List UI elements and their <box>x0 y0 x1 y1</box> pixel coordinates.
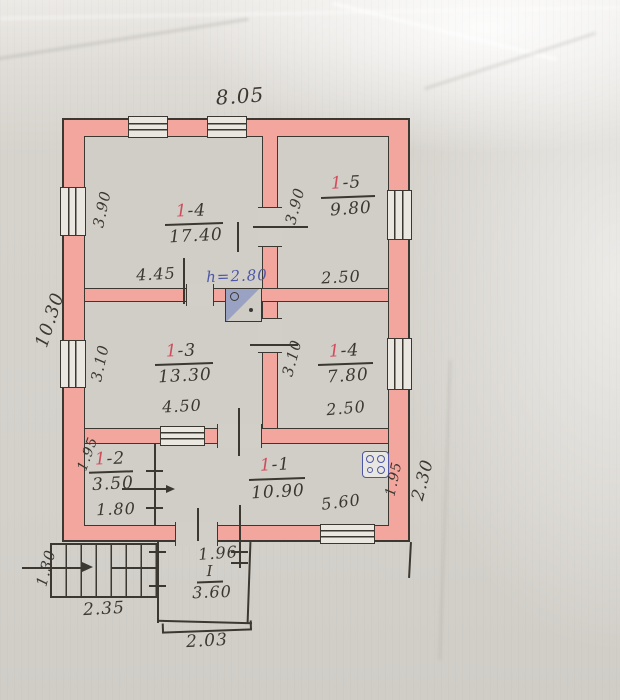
stairs-direction-line <box>112 567 157 569</box>
porch-label: I <box>206 561 214 581</box>
room-area: 10.90 <box>250 480 306 504</box>
construction-line <box>197 508 199 541</box>
room-number-suffix: -1 <box>271 454 291 476</box>
construction-line <box>238 408 240 456</box>
entrance-door-opening <box>175 522 218 546</box>
tick-mark <box>161 623 164 633</box>
room-dim-bottom: 4.50 <box>161 395 203 417</box>
room-number-index: 1 <box>259 455 273 476</box>
room-number: 1-2 <box>94 448 125 469</box>
porch-right-edge <box>246 541 252 625</box>
stairs-direction-line <box>22 567 84 569</box>
ceiling-height-note: h=2.80 <box>205 265 269 287</box>
burner <box>367 467 373 473</box>
construction-line <box>183 258 185 304</box>
paper-crease <box>438 360 452 660</box>
paper-crease <box>0 6 620 20</box>
porch-dim-top: 1.96 <box>197 542 239 564</box>
burner <box>377 466 385 474</box>
flue-dot-circle <box>230 292 239 301</box>
window <box>387 338 412 390</box>
gas-stove-icon <box>362 451 389 478</box>
room-area: 7.80 <box>326 364 370 388</box>
construction-line <box>237 222 239 252</box>
room-number-suffix: -5 <box>342 172 362 194</box>
room-number-index: 1 <box>165 341 178 362</box>
room-dim-bottom: 4.45 <box>135 263 177 285</box>
paper-crease <box>0 18 249 64</box>
room-number-suffix: -2 <box>106 448 126 470</box>
stairs-dim-bottom: 2.35 <box>82 597 126 621</box>
room-number: 1-4 <box>175 200 206 221</box>
room-area: 9.80 <box>329 197 373 221</box>
flue-dot <box>249 308 253 312</box>
room-number-suffix: -4 <box>340 340 360 362</box>
room-number: 1-3 <box>165 340 196 361</box>
door-opening <box>258 318 282 353</box>
construction-line <box>239 505 241 568</box>
window <box>60 340 86 388</box>
room-number: 1-5 <box>330 172 361 194</box>
interior-floor <box>84 136 389 526</box>
window <box>387 190 412 240</box>
tick-mark <box>146 470 163 472</box>
room-area: 17.40 <box>168 224 224 248</box>
window <box>128 116 168 138</box>
porch-area: 3.60 <box>191 581 233 603</box>
porch-left-edge <box>157 542 159 623</box>
extension-line <box>408 541 412 579</box>
window <box>60 187 86 236</box>
room-dim-bottom: 2.50 <box>320 266 362 288</box>
tick-mark <box>146 507 163 509</box>
room-number-index: 1 <box>328 341 342 362</box>
partition-wall <box>154 444 156 526</box>
tick-mark <box>250 620 252 630</box>
room-number-suffix: -4 <box>187 200 207 222</box>
room-number-index: 1 <box>330 173 344 194</box>
stairs <box>50 543 158 598</box>
room-area: 13.30 <box>157 364 213 388</box>
door-opening <box>186 284 214 306</box>
construction-line <box>250 344 298 346</box>
burner <box>366 455 374 463</box>
room-number-suffix: -3 <box>177 340 197 362</box>
room-number: 1-4 <box>328 340 359 362</box>
window <box>320 524 375 544</box>
porch-bottom-edge <box>156 619 253 625</box>
dim-overall-width: 8.05 <box>214 82 266 110</box>
flue-chimney-icon <box>225 288 262 322</box>
burner <box>377 455 385 463</box>
room-number-index: 1 <box>175 201 188 222</box>
construction-line <box>253 226 308 228</box>
tick-mark <box>231 551 248 553</box>
arrowhead-icon <box>166 485 175 493</box>
room-area: 3.50 <box>91 472 135 496</box>
room-dim-bottom: 2.50 <box>325 396 367 420</box>
dimension-arrow-line <box>122 488 170 490</box>
porch-dim-bottom: 2.03 <box>185 629 229 653</box>
interior-window <box>160 426 205 446</box>
room-dim-bottom: 1.80 <box>95 498 137 520</box>
room-number: 1-1 <box>259 454 290 476</box>
arrowhead-icon <box>82 562 93 572</box>
paper-crease <box>424 32 596 90</box>
tick-mark <box>231 562 248 564</box>
window <box>207 116 247 138</box>
door-opening <box>217 424 262 448</box>
dim-right-offset: 2.30 <box>407 457 439 503</box>
